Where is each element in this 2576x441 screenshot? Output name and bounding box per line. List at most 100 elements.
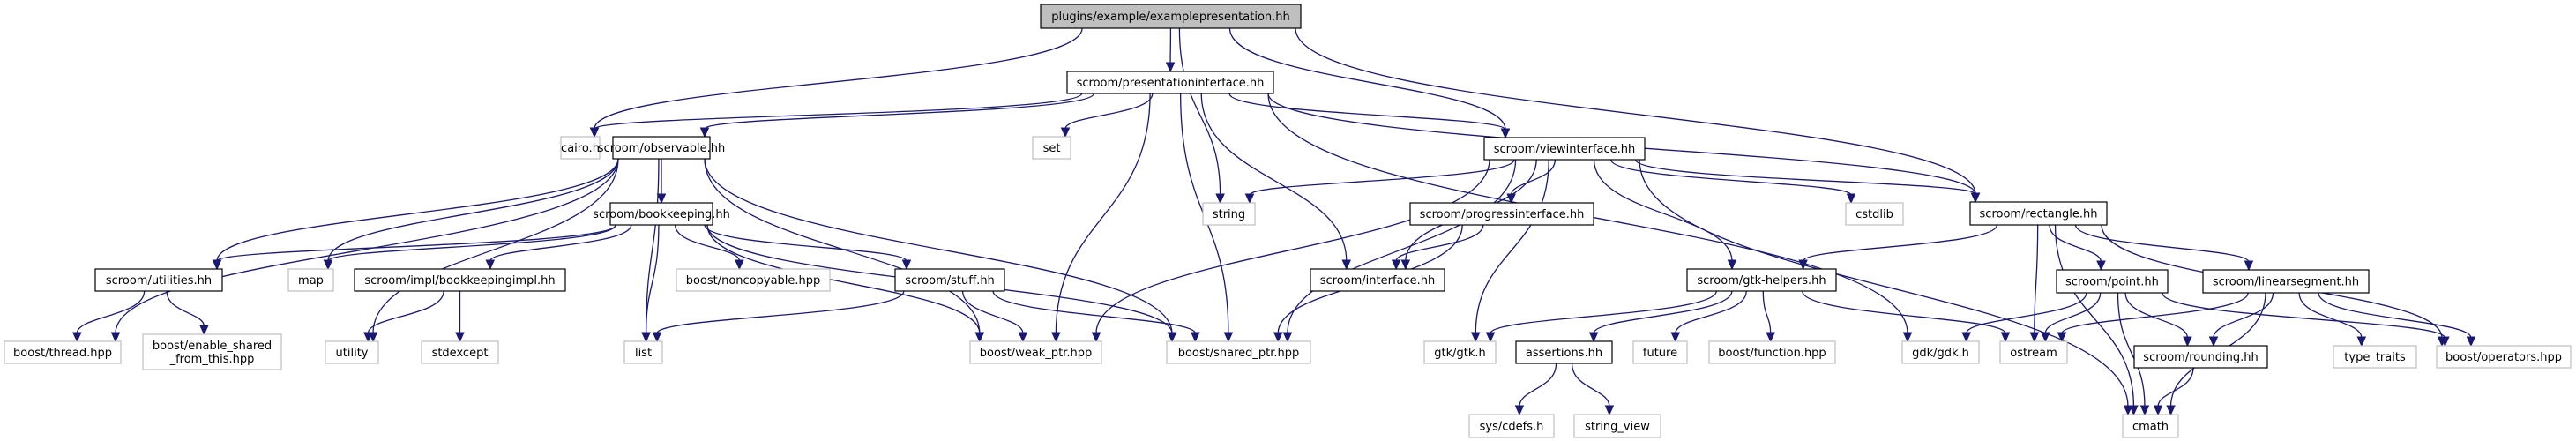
node-label: boost/operators.hpp [2445, 351, 2562, 364]
arrowhead-icon [735, 259, 744, 271]
node-box [1686, 268, 1837, 292]
arrowhead-icon [1471, 332, 1481, 343]
edge-viewinterface-to-string [1249, 159, 1515, 196]
node-gtkhelpers[interactable]: scroom/gtk-helpers.hh [1686, 268, 1837, 292]
node-label: boost/enable_shared [153, 340, 272, 353]
arrowhead-icon [1500, 128, 1511, 139]
node-point[interactable]: scroom/point.hh [2056, 269, 2169, 294]
node-label: _from_this.hpp [169, 353, 255, 366]
arrowhead-icon [2440, 336, 2450, 348]
node-cairo[interactable]: cairo.h [560, 136, 601, 160]
node-label: stdexcept [432, 347, 489, 360]
node-cmath[interactable]: cmath [2122, 414, 2179, 438]
node-rectangle[interactable]: scroom/rectangle.hh [1969, 201, 2108, 226]
node-label: string [1213, 208, 1245, 221]
arrowhead-icon [1798, 259, 1808, 271]
edge-observable-to-thread [115, 158, 619, 334]
node-box [2333, 345, 2417, 369]
edge-observable-to-list [645, 158, 660, 334]
node-assertions[interactable]: assertions.hh [1515, 340, 1613, 364]
node-label: scroom/utilities.hh [106, 274, 212, 288]
arrowhead-icon [110, 332, 121, 343]
edge-bookkeeping-to-utilities [216, 224, 616, 262]
node-stdexcept[interactable]: stdexcept [421, 340, 499, 364]
node-progressinterface[interactable]: scroom/progressinterface.hh [1409, 202, 1594, 226]
node-cstdlib[interactable]: cstdlib [1845, 202, 1904, 226]
edge-viewinterface-to-cmath [1639, 159, 2129, 407]
node-box [2133, 345, 2268, 369]
arrowhead-icon [1727, 259, 1737, 271]
node-label: string_view [1585, 421, 1650, 434]
node-label: scroom/rectangle.hh [1980, 208, 2098, 221]
node-enableshared[interactable]: boost/enable_shared_from_this.hpp [142, 333, 282, 370]
node-label: gdk/gdk.h [1912, 347, 1969, 360]
arrowhead-icon [1018, 332, 1028, 343]
edge-linearsegment-to-rounding [2213, 292, 2274, 339]
node-stringview[interactable]: string_view [1573, 414, 1661, 438]
node-presentationinterface[interactable]: scroom/presentationinterface.hh [1066, 71, 1274, 94]
node-box [1573, 414, 1661, 438]
node-map[interactable]: map [287, 268, 334, 292]
node-label: scroom/gtk-helpers.hh [1697, 274, 1826, 288]
edge-gtkhelpers-to-ostream [1802, 290, 2006, 334]
node-box [1409, 202, 1594, 226]
arrowhead-icon [589, 127, 600, 138]
edge-observable-to-sharedptr [704, 158, 1173, 334]
node-utilities[interactable]: scroom/utilities.hh [94, 268, 223, 292]
node-box [623, 340, 663, 364]
node-observable[interactable]: scroom/observable.hh [598, 136, 725, 160]
node-operators[interactable]: boost/operators.hpp [2436, 345, 2572, 369]
node-box [1632, 340, 1688, 364]
node-box [354, 268, 566, 292]
arrowhead-icon [199, 325, 209, 336]
arrowhead-icon [72, 332, 82, 343]
arrowhead-icon [1244, 193, 1255, 205]
arrowhead-icon [455, 332, 465, 343]
node-gdk[interactable]: gdk/gdk.h [1901, 340, 1980, 364]
arrowhead-icon [1514, 405, 1525, 416]
node-label: boost/noncopyable.hpp [686, 274, 821, 288]
node-utility[interactable]: utility [325, 340, 379, 364]
edge-linearsegment-to-operators [2318, 292, 2472, 339]
node-cdefs[interactable]: sys/cdefs.h [1468, 414, 1555, 438]
node-list[interactable]: list [623, 340, 663, 364]
arrowhead-icon [1902, 332, 1913, 343]
edge-bookkeeping-to-weakptr [706, 224, 981, 334]
node-interface[interactable]: scroom/interface.hh [1310, 268, 1445, 292]
node-sharedptr[interactable]: boost/shared_ptr.hpp [1166, 340, 1311, 364]
node-root[interactable]: plugins/example/examplepresentation.hh [1040, 4, 1302, 29]
node-box [560, 136, 601, 160]
node-box [1032, 136, 1071, 160]
node-stuff[interactable]: scroom/stuff.hh [894, 268, 1005, 292]
node-typetraits[interactable]: type_traits [2333, 345, 2417, 369]
node-linearsegment[interactable]: scroom/linearsegment.hh [2202, 269, 2370, 294]
node-viewinterface[interactable]: scroom/viewinterface.hh [1483, 137, 1646, 161]
arrowhead-icon [1391, 259, 1401, 271]
arrowhead-icon [699, 127, 710, 138]
arrowhead-icon [2096, 260, 2106, 272]
node-function[interactable]: boost/function.hpp [1708, 340, 1836, 364]
arrowhead-icon [2129, 405, 2139, 416]
node-weakptr[interactable]: boost/weak_ptr.hpp [969, 340, 1102, 364]
node-gtk[interactable]: gtk/gtk.h [1423, 340, 1497, 364]
node-box [1999, 340, 2068, 364]
node-box [1901, 340, 1980, 364]
node-thread[interactable]: boost/thread.hpp [4, 340, 122, 364]
node-bookkeepingimpl[interactable]: scroom/impl/bookkeepingimpl.hh [354, 268, 566, 292]
edge-assertions-to-cdefs [1519, 363, 1557, 407]
node-bookkeeping[interactable]: scroom/bookkeeping.hh [593, 202, 730, 226]
arrowhead-icon [1670, 332, 1681, 343]
node-set[interactable]: set [1032, 136, 1071, 160]
node-noncopyable[interactable]: boost/noncopyable.hpp [676, 268, 831, 292]
node-future[interactable]: future [1632, 340, 1688, 364]
node-label: map [298, 274, 324, 288]
node-rounding[interactable]: scroom/rounding.hh [2133, 345, 2268, 369]
arrowhead-icon [2466, 336, 2476, 348]
node-box [94, 268, 223, 292]
node-label: boost/function.hpp [1718, 347, 1826, 360]
edge-bookkeeping-to-stuff [704, 224, 907, 262]
arrowhead-icon [1165, 62, 1176, 73]
node-string[interactable]: string [1202, 202, 1256, 226]
node-ostream[interactable]: ostream [1999, 340, 2068, 364]
